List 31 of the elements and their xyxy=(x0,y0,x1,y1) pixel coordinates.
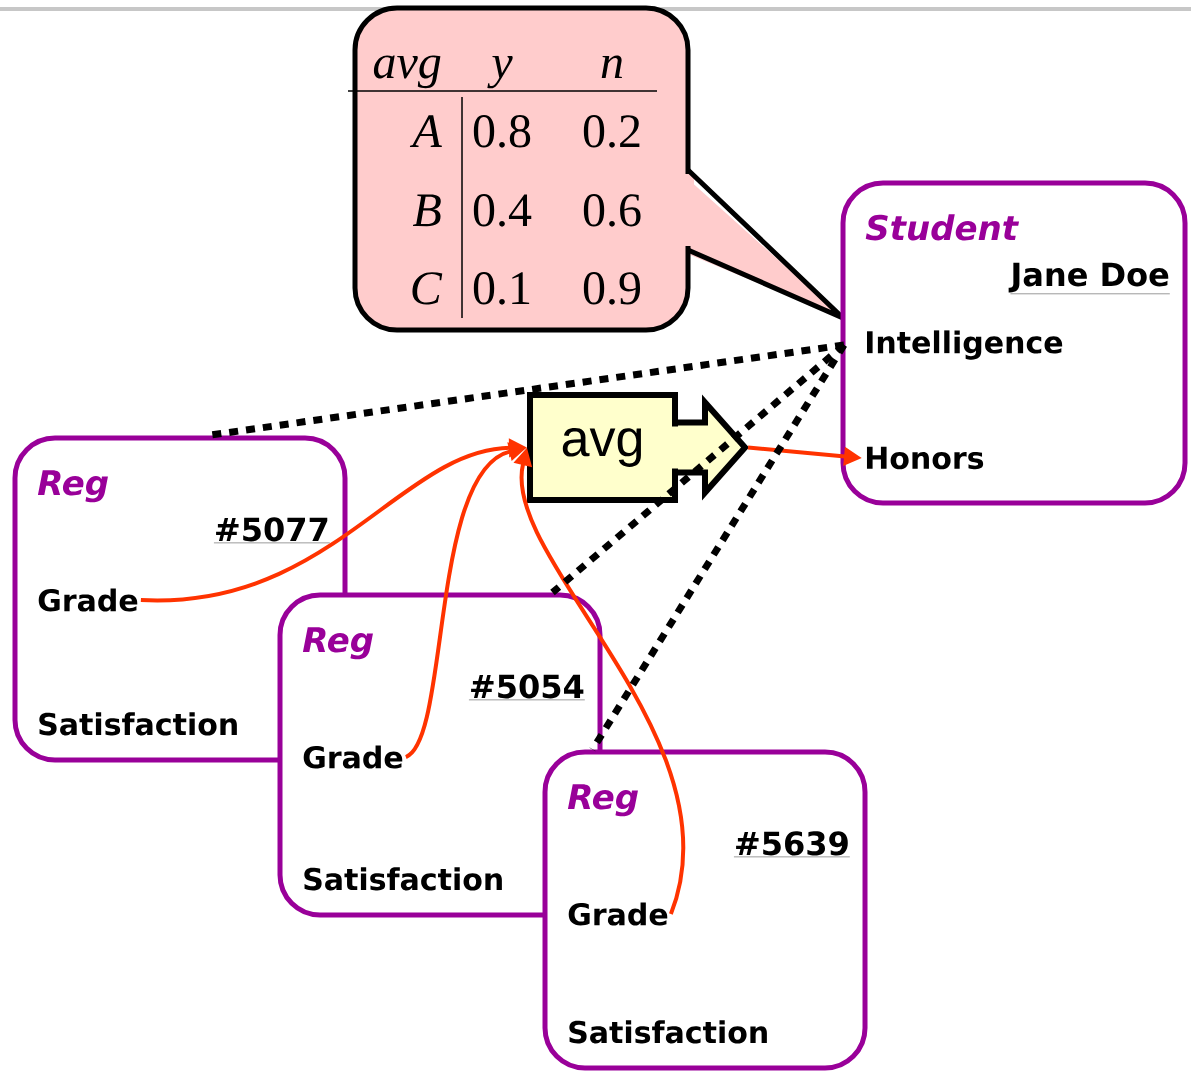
table-header: y xyxy=(487,55,513,89)
attribute-label: Grade xyxy=(303,745,403,769)
attribute-label: Honors xyxy=(866,446,984,470)
table-cell: 0.6 xyxy=(583,194,641,227)
class-label: Reg xyxy=(37,470,108,503)
table-cell: C xyxy=(412,272,443,305)
table-header: avg xyxy=(373,55,441,89)
class-label: Student xyxy=(865,214,1020,241)
table-cell: 0.1 xyxy=(473,272,530,305)
key-value: #5077 xyxy=(213,517,330,544)
attribute-label: Satisfaction xyxy=(569,1020,767,1044)
dotted-line xyxy=(589,343,847,752)
class-label: Reg xyxy=(302,627,373,660)
table-header: n xyxy=(601,55,622,78)
table-cell: A xyxy=(409,115,442,147)
attribute-label: Satisfaction xyxy=(39,712,237,736)
table-cell: 0.9 xyxy=(583,272,641,305)
class-label: Reg xyxy=(567,784,638,817)
table-cell: 0.2 xyxy=(583,115,640,148)
table-cell: 0.4 xyxy=(473,194,532,227)
attribute-label: Satisfaction xyxy=(304,867,502,891)
dotted-line xyxy=(550,342,847,596)
key-value: #5054 xyxy=(468,674,585,701)
key-value: Jane Doe xyxy=(1008,262,1170,294)
key-value: #5639 xyxy=(733,831,850,858)
attribute-label: Intelligence xyxy=(866,330,1063,360)
attribute-label: Grade xyxy=(38,588,138,612)
attribute-label: Grade xyxy=(568,902,668,926)
function-box: avg xyxy=(527,392,750,503)
table-cell: B xyxy=(412,194,441,227)
table-cell: 0.8 xyxy=(473,115,531,148)
